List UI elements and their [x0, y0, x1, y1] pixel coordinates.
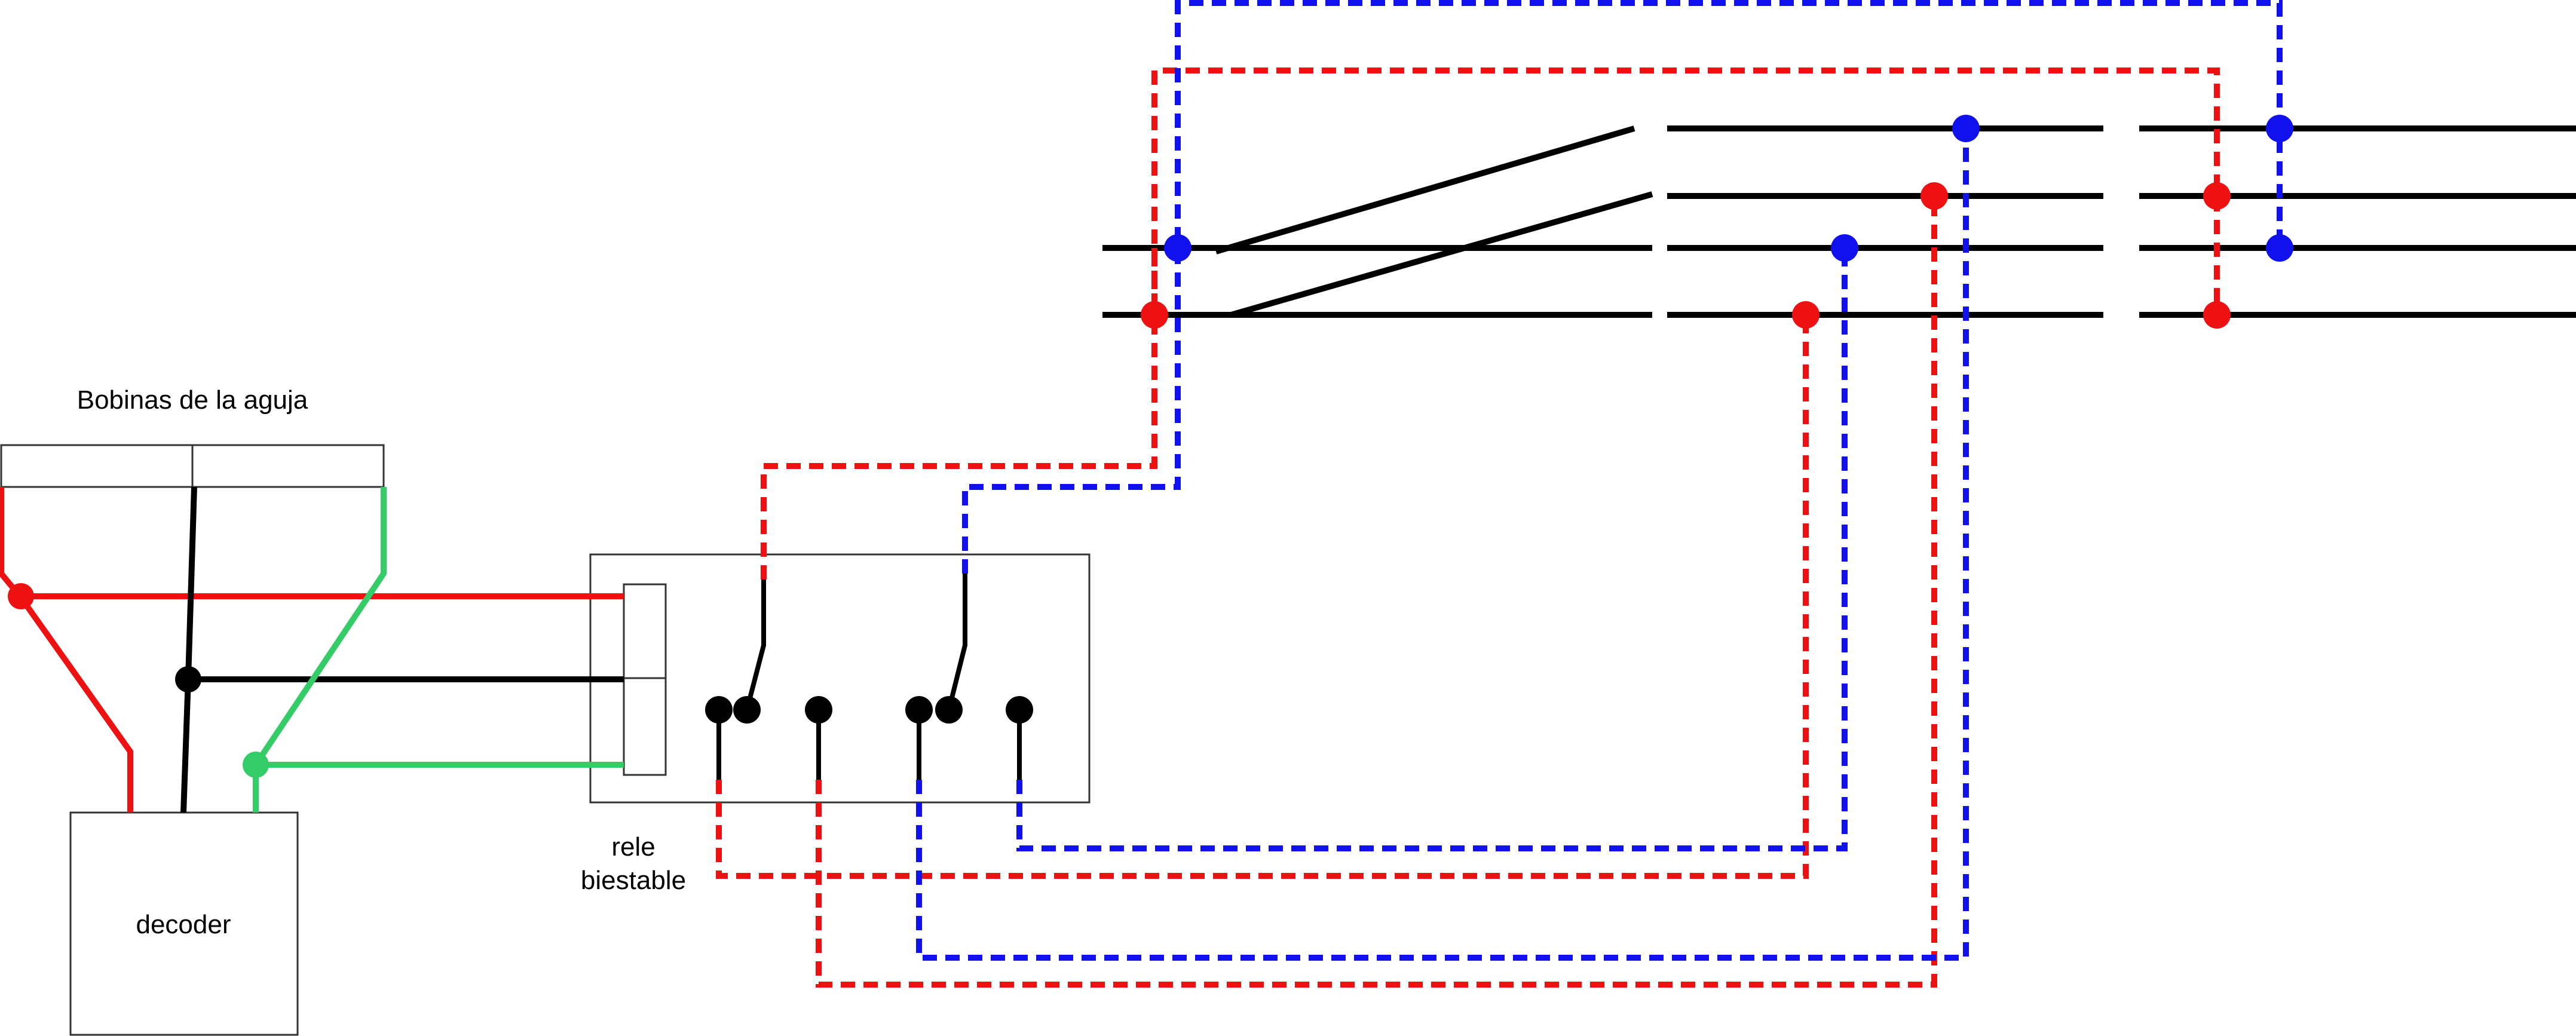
rail-diverging-left	[1215, 125, 1635, 255]
red-junction-dot	[1792, 301, 1820, 329]
relay-label-line1: rele	[611, 832, 655, 862]
red-dashed-contact1-route	[716, 315, 1809, 879]
relay-coil-lower	[623, 677, 667, 776]
red-junction-dot	[2203, 182, 2231, 210]
contact-dot	[705, 696, 733, 724]
switch-arm-2	[947, 574, 967, 710]
solid-wires	[0, 486, 624, 813]
red-dashed-contact2-route	[816, 196, 1937, 988]
relay-contact-dots	[705, 696, 1033, 724]
coil-box	[0, 444, 385, 488]
red-junction-dot	[2203, 301, 2231, 329]
contact-dot	[1006, 696, 1033, 724]
relay-coil-upper	[623, 583, 667, 679]
red-junction-dot	[8, 583, 34, 609]
rail-diverging-right	[1230, 191, 1653, 318]
blue-dashed-contact3-route	[916, 128, 1969, 961]
coil-right	[191, 444, 385, 488]
contact-dot	[733, 696, 761, 724]
track-rails	[1102, 125, 2576, 318]
blue-dashed-contact4-route	[1016, 248, 1848, 851]
blue-junction-dot	[1831, 234, 1858, 262]
dashed-red-wires	[716, 68, 2220, 988]
relay-label-line2: biestable	[581, 866, 686, 895]
contact-dot	[905, 696, 933, 724]
coil-left	[0, 444, 194, 488]
decoder-label: decoder	[136, 910, 231, 939]
blue-dashed-frog-loop	[962, 0, 2283, 574]
red-wire-coil-to-decoder	[0, 487, 133, 813]
coils-title: Bobinas de la aguja	[77, 385, 308, 415]
green-wire-coil-to-decoder	[253, 487, 387, 813]
switch-arm-1	[745, 580, 766, 711]
relay-coil-terminals	[623, 583, 667, 776]
red-junction-dot	[1920, 182, 1948, 210]
black-wire-coil-to-decoder	[180, 486, 197, 813]
junction-dots	[8, 115, 2293, 778]
green-junction-dot	[243, 752, 269, 778]
dashed-blue-wires	[916, 0, 2283, 961]
red-junction-dot	[1141, 301, 1168, 329]
blue-junction-dot	[1952, 115, 1980, 142]
contact-dot	[935, 696, 963, 724]
blue-junction-dot	[2266, 115, 2293, 142]
contact-dot	[805, 696, 832, 724]
red-dashed-frog-loop	[761, 68, 2220, 580]
black-junction-dot	[175, 666, 201, 692]
blue-junction-dot	[1164, 234, 1191, 262]
blue-junction-dot	[2266, 234, 2293, 262]
